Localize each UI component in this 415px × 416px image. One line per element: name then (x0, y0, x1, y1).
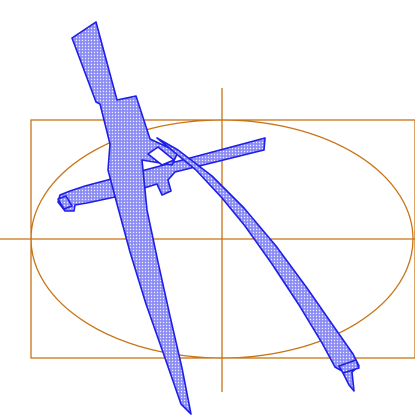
compass-right-leg (156, 137, 360, 392)
compass-left-leg (71, 21, 192, 415)
right-leg-clamp (338, 359, 360, 374)
compass-crossbar (57, 137, 266, 212)
compass-icon (57, 21, 360, 415)
compass-hinge-opening (147, 146, 175, 166)
construction-geometry (0, 88, 415, 392)
crossbar-end-cap (57, 195, 73, 210)
